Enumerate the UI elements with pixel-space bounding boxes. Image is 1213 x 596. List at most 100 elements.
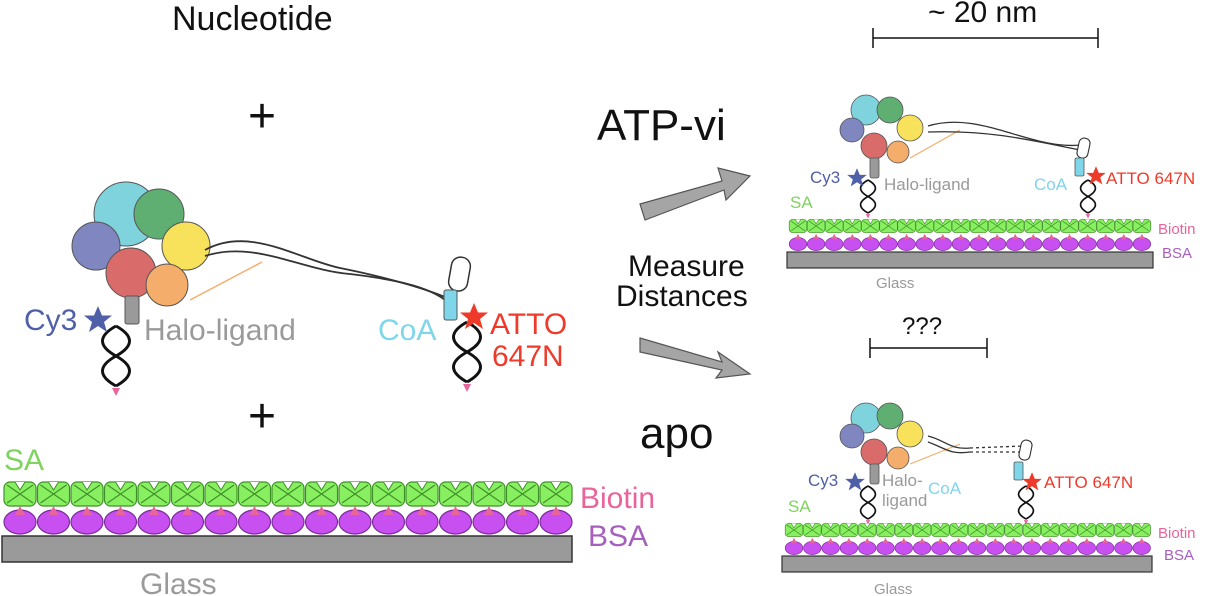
bsa-molecule [821,541,840,555]
biotin-marker [813,233,819,239]
sa-molecule [825,219,844,233]
biotin-marker [921,233,928,239]
biotin-marker [885,233,892,239]
sa-molecule [3,481,37,507]
biotin-marker [1047,537,1053,543]
surface-top [788,219,1152,251]
biotin-marker [974,537,980,543]
sa-molecule [788,219,808,233]
bsa-molecule [1078,237,1097,251]
biotin-marker [1030,233,1037,239]
biotin-marker [1029,537,1035,543]
sa-molecule [70,481,104,507]
sa-molecule [1006,219,1025,233]
sa-molecule [405,481,439,507]
bsa-molecule [986,541,1005,555]
sa-molecule [933,219,952,233]
bsa-molecule [933,237,952,251]
sa-molecule [1114,219,1133,233]
sa-molecule [897,219,916,233]
biotin-marker [849,233,856,239]
coa-label-bottom: CoA [928,479,962,498]
biotin-marker [791,537,797,543]
bsa-molecule [843,237,862,251]
dna-bottom-right [1017,485,1035,526]
surface-bottom [784,523,1151,555]
sa-molecule [879,219,898,233]
plus-sign-top: + [248,90,276,143]
dna-top-right [1079,179,1097,220]
biotin-marker [1120,537,1127,543]
sa-molecule [894,523,913,537]
biotin-marker [1010,537,1017,543]
atto-label-top: ATTO 647N [1106,169,1195,188]
biotin-label-left: Biotin [580,482,655,515]
sa-molecule [987,219,1007,233]
biotin-marker [1121,233,1127,239]
sa-molecule [137,481,171,507]
biotin-marker [864,537,870,543]
bsa-molecule [1042,237,1061,251]
halo-label-bottom-line2: ligand [882,491,927,510]
biotin-marker [882,537,889,543]
bsa-molecule [949,541,968,555]
sa-molecule [951,219,971,233]
biotin-marker [1084,233,1091,239]
apo-label: apo [640,409,713,458]
biotin-marker [940,233,946,239]
glass-slab-top [786,251,1154,269]
atto-label-line1: ATTO [490,308,567,341]
biotin-marker [901,537,907,543]
coa-construct-left [443,256,472,321]
atto-label-bottom: ATTO 647N [1044,473,1133,492]
sa-molecule [969,219,989,233]
sa-molecule [1077,523,1096,537]
sa-molecule [915,219,934,233]
sa-molecule [858,523,877,537]
biotin-marker [992,537,999,543]
sa-molecule [505,481,540,507]
arrow-up-icon [639,167,752,221]
biotin-marker [827,537,834,543]
cy3-label: Cy3 [24,304,77,337]
sa-molecule [1022,523,1042,537]
atto-label-line2: 647N [492,340,564,373]
bsa-molecule [1095,541,1115,555]
sa-molecule [1132,523,1151,537]
glass-slab-bottom [781,555,1153,573]
coa-label: CoA [378,314,436,347]
sa-molecule [839,523,859,537]
sa-molecule [438,481,473,507]
biotin-marker [958,233,964,239]
biotin-marker [955,537,962,543]
sa-molecule [843,219,862,233]
arrow-down-icon [639,337,752,379]
bsa-molecule [1096,237,1115,251]
biotin-marker [831,233,837,239]
sa-molecule [861,219,880,233]
biotin-marker [867,233,874,239]
sa-molecule [1096,219,1115,233]
motor-complex-bottom [839,402,1033,485]
biotin-marker [1048,233,1055,239]
sa-molecule [784,523,804,537]
bsa-molecule [987,237,1007,251]
sa-molecule [949,523,968,537]
sa-molecule [1024,219,1043,233]
bsa-label-top: BSA [1162,245,1192,262]
motor-complex-left [71,181,453,325]
sa-label-bottom: SA [788,497,811,516]
sa-molecule [986,523,1005,537]
sa-molecule [1059,523,1078,537]
bsa-molecule [1059,541,1078,555]
coa-label-top: CoA [1034,175,1068,194]
sa-molecule [304,481,339,507]
plus-sign-bottom: + [248,390,276,443]
cy3-label-top: Cy3 [810,168,840,187]
sa-molecule [36,481,71,507]
sa-molecule [204,481,238,507]
sa-molecule [1004,523,1023,537]
motor-complex-top [839,94,1091,179]
